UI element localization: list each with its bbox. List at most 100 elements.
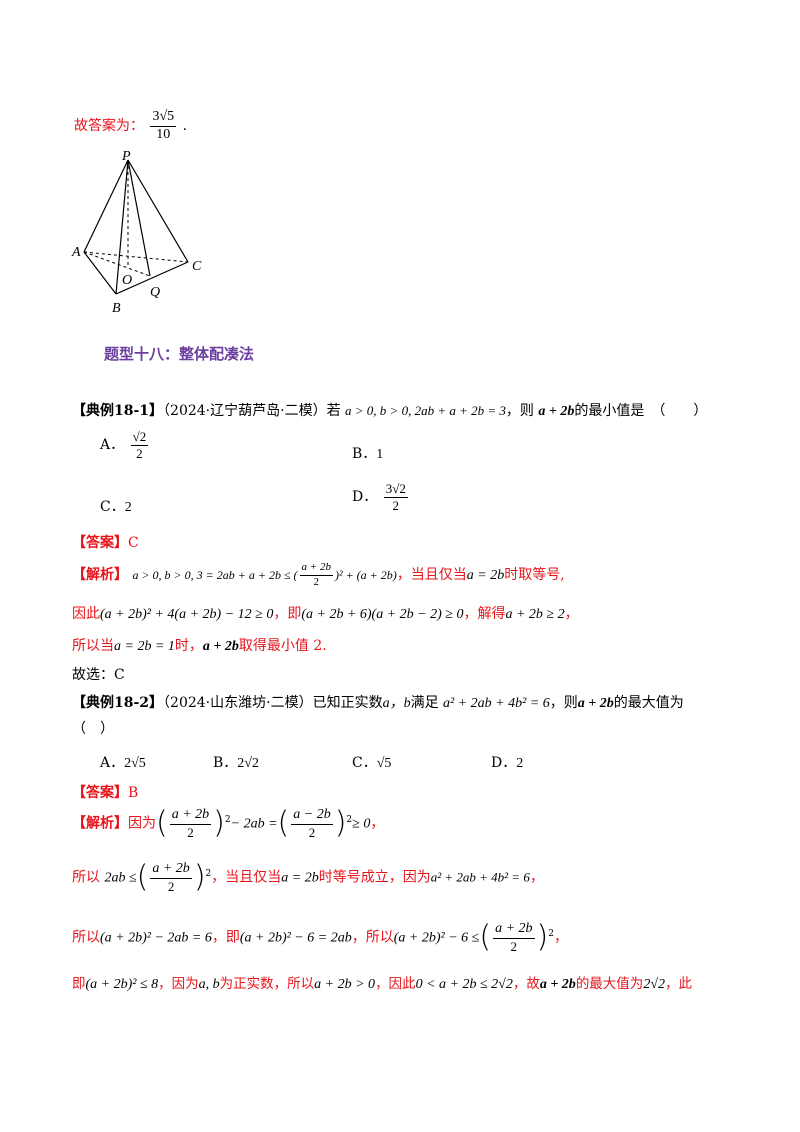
edge-aq-hidden <box>83 251 151 277</box>
option-b-label: B． <box>352 446 377 462</box>
ex2-option-c-label: C． <box>352 755 377 771</box>
s1-den1: 2 <box>187 824 194 840</box>
example-2-condition: a² + 2ab + 4b² = 6 <box>443 696 550 711</box>
paren-open-2: ( <box>277 805 290 841</box>
sol1-math: a > 0, b > 0, 3 = 2ab + a + 2b ≤ ( <box>132 568 298 583</box>
s2-t2: 时等号成立，因为 <box>318 869 431 886</box>
s2-num: a + 2b <box>150 861 192 879</box>
option-d-label: D． <box>352 489 378 506</box>
s2-end: ， <box>529 869 544 886</box>
s4-t6: ，此 <box>665 976 692 992</box>
ex2-option-b[interactable]: B．2√2 <box>213 752 259 772</box>
option-c[interactable]: C．2 <box>100 496 132 516</box>
ex2-option-c-value: √5 <box>376 756 392 771</box>
s4-t3: ，因此 <box>375 976 416 992</box>
paren-open: ( <box>156 805 168 841</box>
s4-m5: a + 2b <box>539 977 576 992</box>
ex2-option-a-label: A． <box>100 755 125 771</box>
edge-pq <box>127 159 151 277</box>
s3-m2: (a + 2b)² − 6 = 2ab <box>239 930 352 946</box>
s2-eq: a = 2b <box>281 870 319 886</box>
option-c-value: 2 <box>124 500 132 515</box>
option-b[interactable]: B．1 <box>352 443 383 463</box>
sol2-pre: 因此 <box>72 606 100 622</box>
ex2-option-c[interactable]: C．√5 <box>352 752 391 772</box>
answer-suffix: . <box>182 118 188 135</box>
answer-tag: 【答案】 <box>72 535 128 551</box>
s4-m4: 0 < a + 2b ≤ 2√2 <box>415 977 513 992</box>
example-1-solution-line-2: 因此(a + 2b)² + 4(a + 2b) − 12 ≥ 0，即(a + 2… <box>72 603 579 623</box>
option-c-label: C． <box>100 499 125 515</box>
s3-pre: 所以 <box>72 929 100 946</box>
s4-m2: a, b <box>198 977 220 992</box>
example-2-solution-line-4: 即(a + 2b)² ≤ 8，因为a, b为正实数，所以a + 2b > 0，因… <box>72 972 692 993</box>
example-1-condition: a > 0, b > 0, 2ab + a + 2b = 3 <box>345 403 506 418</box>
label-c: C <box>192 259 202 274</box>
sol1-frac-den: 2 <box>313 575 320 588</box>
example-2-tag: 【典例18-2】 <box>72 695 164 711</box>
sol3-t1: 时， <box>174 638 203 654</box>
ex2-option-d-value: 2 <box>516 756 524 771</box>
example-1-target: a + 2b <box>538 404 575 419</box>
s2-paren-open: ( <box>136 859 149 895</box>
example-1-mid: ，则 <box>505 403 534 419</box>
s4-t1: ，因为 <box>158 976 199 992</box>
ex2-option-d[interactable]: D．2 <box>491 752 523 772</box>
s3-m3: (a + 2b)² − 6 ≤ <box>393 930 480 946</box>
s4-m1: (a + 2b)² ≤ 8 <box>85 977 159 992</box>
s4-m6: 2√2 <box>643 977 665 992</box>
label-p: P <box>121 149 131 164</box>
s3-m1: (a + 2b)² − 2ab = 6 <box>100 930 212 946</box>
answer-numerator: 3√5 <box>150 109 177 127</box>
s3-paren-close: ) <box>536 919 549 955</box>
sol2-m3: a + 2b ≥ 2 <box>505 607 565 622</box>
option-a-label: A． <box>100 437 125 454</box>
label-b: B <box>112 301 121 316</box>
option-d-num: 3√2 <box>383 481 408 498</box>
example-2-target: a + 2b <box>577 696 614 711</box>
s3-end: ， <box>553 929 568 946</box>
sol1-math-tail: )² + (a + 2b) <box>334 568 397 583</box>
label-q: Q <box>150 285 160 300</box>
sol3-t2: 取得最小值 2. <box>238 638 327 654</box>
s4-t2: 为正实数，所以 <box>219 976 315 992</box>
label-a: A <box>71 245 81 260</box>
s4-m3: a + 2b > 0 <box>314 977 376 992</box>
s3-paren-open: ( <box>479 919 492 955</box>
sol3-pre: 所以当 <box>72 638 114 654</box>
solution-tag: 【解析】 <box>72 567 128 584</box>
s1-num2: a − 2b <box>291 807 333 825</box>
option-b-value: 1 <box>376 447 384 462</box>
example-2-paren: （ ） <box>72 721 114 737</box>
s2-paren-close: ) <box>193 859 206 895</box>
ex2-option-d-label: D． <box>491 755 517 771</box>
s2-t1: ，当且仅当 <box>211 869 282 886</box>
sol3-m1: a = 2b = 1 <box>114 639 175 654</box>
sol2-m2: (a + 2b + 6)(a + 2b − 2) ≥ 0 <box>301 607 464 622</box>
example-2-tail: 的最大值为 <box>613 695 684 711</box>
s3-t2: ，所以 <box>351 929 394 946</box>
sol1-text2: 时取等号, <box>504 567 565 584</box>
sol2-t1: ，即 <box>273 606 302 622</box>
s2-cond: a² + 2ab + 4b² = 6 <box>430 869 530 885</box>
sol1-text: ，当且仅当 <box>396 567 467 584</box>
answer-value-2: B <box>128 785 139 801</box>
answer-tag-2: 【答案】 <box>72 785 128 801</box>
edge-ab <box>83 251 117 295</box>
sol2-t3: ， <box>564 606 579 622</box>
s1-den2: 2 <box>308 824 316 840</box>
answer-denominator: 10 <box>156 126 171 142</box>
example-2-vars: a，b <box>382 696 411 711</box>
ex2-option-a[interactable]: A．2√5 <box>100 752 146 772</box>
s1-end: ， <box>370 815 385 832</box>
s2-den: 2 <box>167 878 175 894</box>
